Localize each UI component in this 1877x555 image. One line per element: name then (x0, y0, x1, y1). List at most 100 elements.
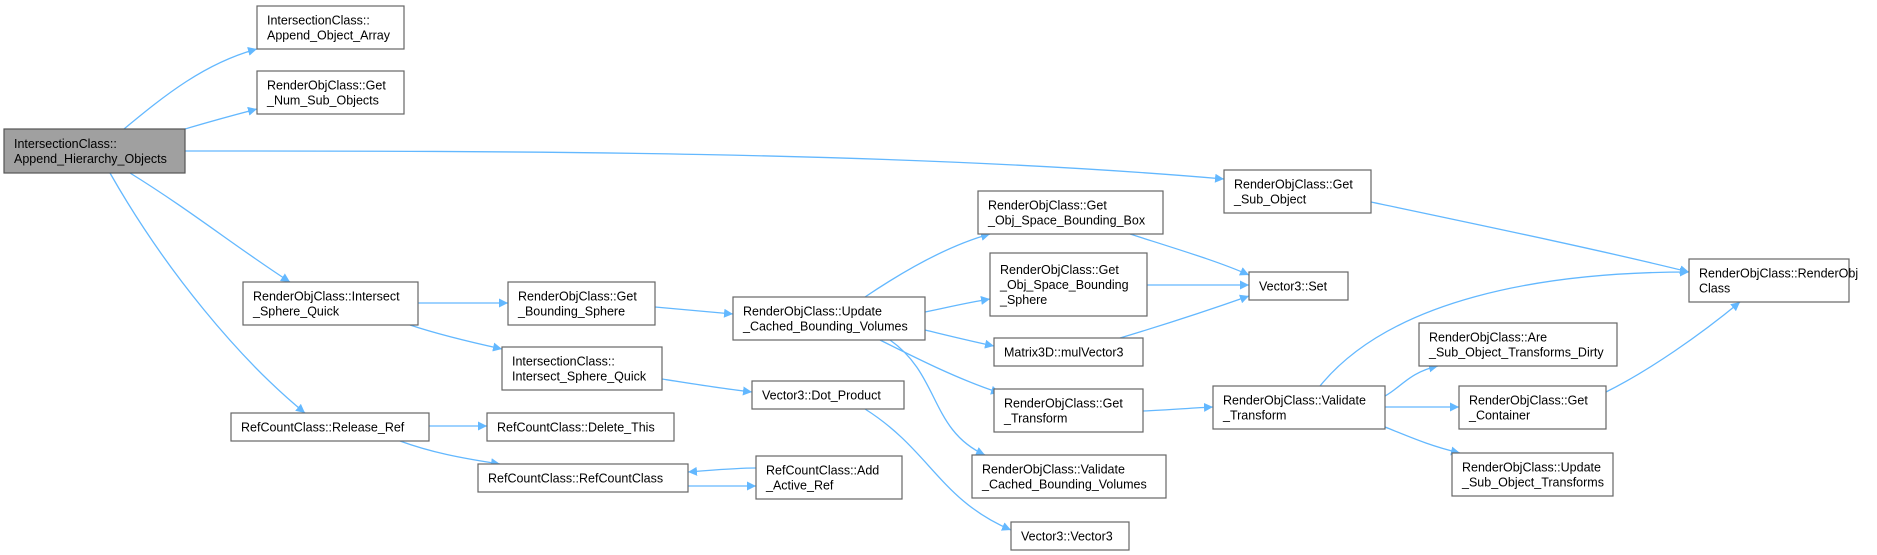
node-label-line: IntersectionClass:: (512, 355, 615, 369)
edge-arrow (661, 378, 753, 396)
node-isect-intersect-sphere-quick[interactable]: IntersectionClass::Intersect_Sphere_Quic… (501, 346, 663, 391)
node-box[interactable] (732, 296, 926, 341)
node-update-sub-object-transforms[interactable]: RenderObjClass::Update_Sub_Object_Transf… (1451, 452, 1614, 497)
node-vector3-dot-product[interactable]: Vector3::Dot_Product (751, 380, 905, 410)
node-label-line: _Bounding_Sphere (517, 305, 625, 319)
edge-arrow (409, 324, 503, 352)
node-box[interactable] (256, 70, 405, 115)
node-box[interactable] (977, 190, 1164, 235)
edge-arrow (123, 46, 258, 130)
node-box[interactable] (1212, 385, 1386, 430)
edge-intersect_sphere_quick-to-isect_intersect_sphere_quick (409, 324, 503, 352)
edge-matrix3d_mulvector3-to-vector3_set (1119, 294, 1250, 339)
node-label-line: RenderObjClass::Get (267, 79, 386, 93)
edge-release_ref-to-refcountclass_ctor (399, 440, 501, 468)
edge-add_active_ref-to-refcountclass_ctor (687, 466, 757, 476)
node-delete-this[interactable]: RefCountClass::Delete_This (486, 412, 675, 442)
node-box[interactable] (751, 380, 905, 410)
node-label-line: _Transform (1222, 409, 1286, 423)
node-label-line: RenderObjClass::Get (988, 199, 1107, 213)
edge-arrow (129, 172, 291, 283)
node-refcountclass-ctor[interactable]: RefCountClass::RefCountClass (477, 463, 689, 493)
node-box[interactable] (993, 388, 1144, 433)
node-get-obj-space-bounding-sphere[interactable]: RenderObjClass::Get_Obj_Space_Bounding_S… (989, 252, 1148, 317)
node-box[interactable] (1248, 271, 1349, 301)
edge-get_obj_space_bounding_box-to-vector3_set (1129, 233, 1250, 276)
node-renderobjclass-ctor[interactable]: RenderObjClass::RenderObjClass (1688, 258, 1858, 303)
node-label-line: RenderObjClass::RenderObj (1699, 267, 1858, 281)
node-box[interactable] (477, 463, 689, 493)
node-release-ref[interactable]: RefCountClass::Release_Ref (230, 412, 430, 442)
edge-root-to-get_num_sub_objects (184, 106, 258, 130)
node-label-line: IntersectionClass:: (14, 137, 117, 151)
node-box[interactable] (507, 281, 656, 326)
edge-get_bounding_sphere-to-update_cached_bounding_volumes (654, 306, 734, 318)
node-label-line: RenderObjClass::Update (743, 305, 882, 319)
edge-isect_intersect_sphere_quick-to-vector3_dot_product (661, 378, 753, 396)
node-validate-cached-bounding-volumes[interactable]: RenderObjClass::Validate_Cached_Bounding… (971, 454, 1167, 499)
edge-arrow (399, 440, 501, 468)
node-box[interactable] (993, 337, 1144, 367)
node-label-line: Append_Object_Array (267, 29, 391, 43)
node-box[interactable] (242, 281, 419, 326)
node-get-num-sub-objects[interactable]: RenderObjClass::Get_Num_Sub_Objects (256, 70, 405, 115)
node-box[interactable] (1010, 521, 1130, 551)
edge-arrow (184, 106, 258, 130)
node-label-line: Matrix3D::mulVector3 (1004, 346, 1124, 360)
edge-arrow (1129, 233, 1250, 276)
node-box[interactable] (486, 412, 675, 442)
node-label-line: RenderObjClass::Get (1004, 397, 1123, 411)
node-box[interactable] (1451, 452, 1614, 497)
edge-get_container-to-renderobjclass_ctor (1605, 301, 1741, 393)
node-validate-transform[interactable]: RenderObjClass::Validate_Transform (1212, 385, 1386, 430)
node-label-line: _Cached_Bounding_Volumes (742, 320, 908, 334)
edge-update_cached_bounding_volumes-to-matrix3d_mulvector3 (924, 329, 995, 349)
node-add-active-ref[interactable]: RefCountClass::Add_Active_Ref (755, 455, 903, 500)
node-label-line: _Sub_Object_Transforms (1461, 476, 1604, 490)
edge-update_cached_bounding_volumes-to-validate_cached_bounding_volumes (889, 339, 986, 456)
node-vector3-set[interactable]: Vector3::Set (1248, 271, 1349, 301)
node-label-line: RenderObjClass::Get (518, 290, 637, 304)
node-box[interactable] (755, 455, 903, 500)
node-box[interactable] (256, 5, 405, 50)
node-get-sub-object[interactable]: RenderObjClass::Get_Sub_Object (1223, 169, 1372, 214)
node-update-cached-bounding-volumes[interactable]: RenderObjClass::Update_Cached_Bounding_V… (732, 296, 926, 341)
node-label-line: Intersect_Sphere_Quick (512, 370, 647, 384)
node-box[interactable] (1223, 169, 1372, 214)
node-get-container[interactable]: RenderObjClass::Get_Container (1458, 385, 1607, 430)
edge-arrow (109, 172, 306, 414)
node-label-line: RefCountClass::Delete_This (497, 421, 655, 435)
edge-validate_transform-to-update_sub_object_transforms (1384, 426, 1461, 456)
node-append-object-array[interactable]: IntersectionClass::Append_Object_Array (256, 5, 405, 50)
node-matrix3d-mulvector3[interactable]: Matrix3D::mulVector3 (993, 337, 1144, 367)
edge-arrow (864, 408, 1012, 531)
node-box[interactable] (3, 128, 186, 174)
node-label-line: Class (1699, 282, 1730, 296)
node-get-bounding-sphere[interactable]: RenderObjClass::Get_Bounding_Sphere (507, 281, 656, 326)
node-label-line: Append_Hierarchy_Objects (14, 152, 167, 166)
edge-arrow (1384, 426, 1461, 456)
node-box[interactable] (989, 252, 1148, 317)
edge-root-to-release_ref (109, 172, 306, 414)
node-get-obj-space-bounding-box[interactable]: RenderObjClass::Get_Obj_Space_Bounding_B… (977, 190, 1164, 235)
node-root[interactable]: IntersectionClass::Append_Hierarchy_Obje… (3, 128, 186, 174)
node-box[interactable] (1418, 322, 1618, 367)
node-box[interactable] (1458, 385, 1607, 430)
node-intersect-sphere-quick[interactable]: RenderObjClass::Intersect_Sphere_Quick (242, 281, 419, 326)
node-layer: IntersectionClass::Append_Hierarchy_Obje… (3, 5, 1858, 551)
node-box[interactable] (230, 412, 430, 442)
node-box[interactable] (501, 346, 663, 391)
node-vector3-ctor[interactable]: Vector3::Vector3 (1010, 521, 1130, 551)
node-label-line: Vector3::Vector3 (1021, 530, 1113, 544)
node-box[interactable] (971, 454, 1167, 499)
edge-validate_transform-to-renderobjclass_ctor (1319, 267, 1690, 387)
edge-root-to-get_sub_object (184, 150, 1225, 183)
node-label-line: RenderObjClass::Validate (1223, 394, 1366, 408)
edge-root-to-append_object_array (123, 46, 258, 130)
edge-arrow (1319, 267, 1690, 387)
node-box[interactable] (1688, 258, 1850, 303)
node-label-line: _Sub_Object (1233, 193, 1307, 207)
node-are-sub-object-transforms-dirty[interactable]: RenderObjClass::Are_Sub_Object_Transform… (1418, 322, 1618, 367)
edge-arrow (1119, 294, 1250, 339)
node-get-transform[interactable]: RenderObjClass::Get_Transform (993, 388, 1144, 433)
